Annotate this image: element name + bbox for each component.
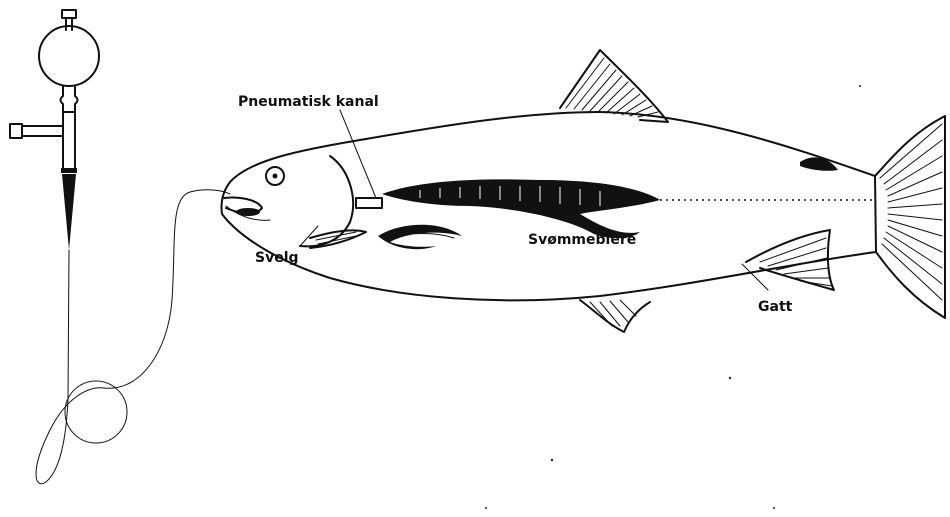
funnel-apparatus (10, 10, 99, 250)
funnel-stopper (62, 10, 76, 18)
pneumatic-duct-connector (356, 198, 382, 208)
pelvic-fin (580, 300, 650, 332)
tube-coil (65, 381, 127, 443)
label-pharynx: Svelg (255, 250, 299, 266)
funnel-side-tap (10, 124, 22, 138)
dorsal-fin (560, 50, 668, 122)
fish (221, 50, 945, 332)
tube (36, 190, 230, 484)
leader-pneumatic-duct (340, 110, 376, 198)
funnel-bulb (39, 26, 99, 86)
funnel-nozzle (62, 174, 76, 250)
scan-specks (485, 85, 861, 509)
label-anus: Gatt (758, 299, 793, 315)
label-pneumatic-duct: Pneumatisk kanal (238, 94, 379, 110)
adipose-fin (800, 157, 838, 170)
funnel-stem-cap (61, 168, 77, 173)
leader-anus (742, 264, 768, 290)
label-swim-bladder: Svømmeblere (528, 232, 636, 248)
